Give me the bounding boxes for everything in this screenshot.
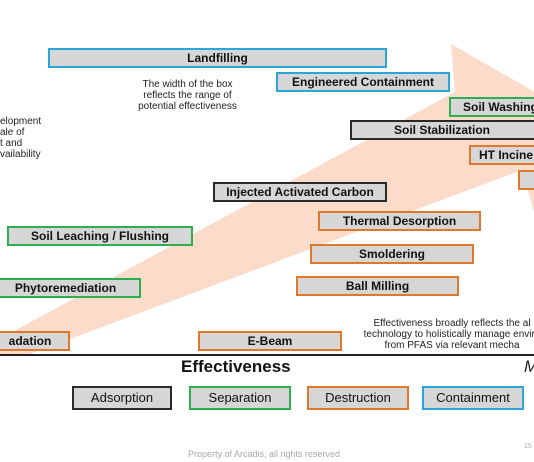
note-line: potential effectiveness	[138, 101, 237, 112]
note-line: t and	[0, 138, 23, 149]
note-development: elopment ale of t and vailability	[0, 116, 41, 160]
axis-right-label: M	[524, 357, 534, 377]
box-soil-stabilization: Soil Stabilization	[350, 120, 534, 140]
box-ht-incineration: HT Incine	[469, 145, 534, 165]
note-line: The width of the box	[142, 79, 233, 90]
legend-destruction: Destruction	[307, 386, 409, 410]
legend-separation: Separation	[189, 386, 291, 410]
note-line: ale of	[0, 127, 25, 138]
box-phytoremediation: Phytoremediation	[0, 278, 141, 298]
page-number: 15	[524, 443, 532, 450]
box-degradation: adation	[0, 331, 70, 351]
legend-adsorption: Adsorption	[72, 386, 172, 410]
box-thermal-desorption: Thermal Desorption	[318, 211, 481, 231]
note-effectiveness: Effectiveness broadly reflects the al te…	[352, 318, 534, 351]
box-injected-activated-carbon: Injected Activated Carbon	[213, 182, 387, 202]
note-line: from PFAS via relevant mecha	[384, 340, 520, 351]
box-smoldering: Smoldering	[310, 244, 474, 264]
note-line: Effectiveness broadly reflects the al	[373, 318, 531, 329]
box-landfilling: Landfilling	[48, 48, 387, 68]
note-line: reflects the range of	[143, 90, 232, 101]
note-line: elopment	[0, 116, 42, 127]
box-soil-leaching-flushing: Soil Leaching / Flushing	[7, 226, 193, 246]
legend-containment: Containment	[422, 386, 524, 410]
footer-text: Property of Arcadis, all rights reserved	[188, 449, 341, 459]
box-partial-destruction	[518, 170, 534, 190]
box-engineered-containment: Engineered Containment	[276, 72, 450, 92]
note-line: vailability	[0, 149, 41, 160]
axis-title: Effectiveness	[181, 357, 291, 376]
note-box-width: The width of the box reflects the range …	[130, 79, 245, 112]
box-e-beam: E-Beam	[198, 331, 342, 351]
box-ball-milling: Ball Milling	[296, 276, 459, 296]
note-line: technology to holistically manage enviro	[363, 329, 534, 340]
effectiveness-axis-line	[0, 354, 534, 356]
box-soil-washing: Soil Washing	[449, 97, 534, 117]
